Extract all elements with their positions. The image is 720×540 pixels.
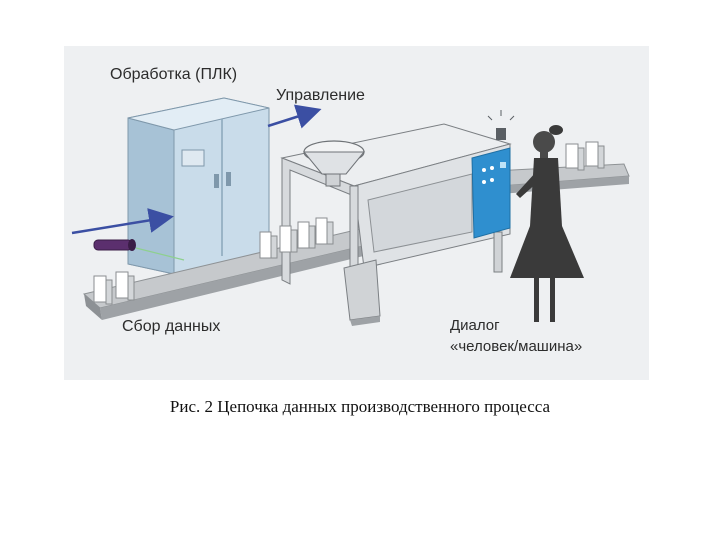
data-collection-arrow (71, 208, 174, 235)
control-label: Управление (276, 87, 365, 104)
data-collection-label: Сбор данных (122, 318, 221, 335)
figure-caption: Рис. 2 Цепочка данных производственного … (169, 397, 551, 416)
processing-label: Обработка (ПЛК) (110, 66, 238, 83)
funnel-hopper (302, 140, 366, 187)
process-diagram: Обработка (ПЛК) Управление Сбор данных Д… (64, 46, 649, 380)
sensor (93, 239, 185, 261)
control-arrow (267, 104, 322, 129)
packages-back-right (565, 141, 605, 171)
operator-person (510, 125, 584, 322)
diagram-artwork (71, 97, 630, 326)
conveyor-back (493, 163, 630, 194)
dialog-label-line2: «человек/машина» (450, 338, 583, 355)
packages-front (93, 217, 334, 305)
dialog-label-line1: Диалог (450, 317, 500, 334)
plc-cabinet (127, 97, 270, 275)
